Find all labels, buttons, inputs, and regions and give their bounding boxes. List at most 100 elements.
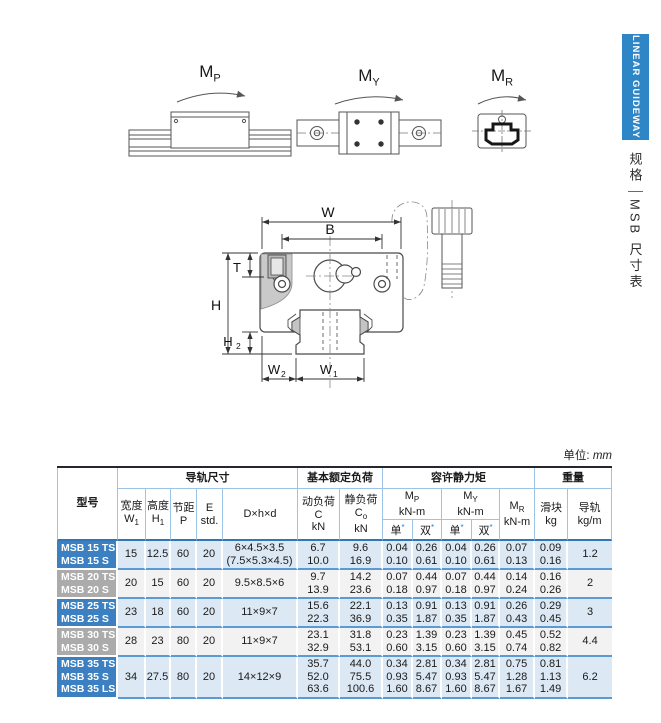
cell-rail-weight: 4.4 <box>568 628 613 658</box>
cell-line: 0.23 <box>386 629 408 642</box>
mp-label: MP <box>199 62 221 85</box>
cell-dhd: 11×9×7 <box>223 599 298 629</box>
dim-label-b: B <box>325 221 334 237</box>
cell-dhd: 6×4.5×3.5(7.5×5.3×4.5) <box>223 541 298 571</box>
dimension-lines <box>222 217 402 382</box>
cell-line: 8.67 <box>474 683 496 696</box>
cell-line: 35.7 <box>307 658 329 671</box>
col-header-dhd: D×h×d <box>223 489 298 542</box>
bolt-drawing <box>391 200 473 300</box>
cell-line: 2.81 <box>474 658 496 671</box>
unit-note-value: mm <box>592 450 612 462</box>
cell-line: 0.07 <box>505 542 528 555</box>
cell-line: 0.97 <box>474 583 496 596</box>
cell-line: 0.09 <box>539 542 562 555</box>
cell-line: 36.9 <box>349 612 372 625</box>
cell-line: 9.7 <box>310 571 326 584</box>
cell-line: 0.29 <box>539 600 562 613</box>
cell-line: 10.0 <box>307 554 329 567</box>
cell-line: 0.04 <box>445 542 467 555</box>
cell-line: 6.7 <box>310 542 326 555</box>
dim-label-h2-sub: 2 <box>236 341 241 351</box>
cell-line: 1.28 <box>505 670 528 683</box>
mr-label: MR <box>490 66 514 89</box>
cell-line: 14×12×9 <box>237 670 282 683</box>
cell-line: 15.6 <box>307 600 329 613</box>
cell-pitch: 60 <box>171 599 197 629</box>
dimension-labels: W B T H H 2 W 2 W 1 <box>211 204 338 379</box>
section-label: 规格 <box>627 152 643 184</box>
cell-line: 0.43 <box>505 612 528 625</box>
cell-line: 0.61 <box>474 554 496 567</box>
cell-pitch: 80 <box>171 628 197 658</box>
cell-line: 9.6 <box>352 542 369 555</box>
dim-label-h2: H <box>223 334 232 349</box>
dim-label-w1: W <box>320 362 333 377</box>
my-label: MY <box>358 66 380 89</box>
cell-line: MSB 30 TS <box>61 629 116 642</box>
group-header-weight: 重量 <box>535 468 613 489</box>
col-header-mp: MP kN-m <box>383 489 442 521</box>
group-header-static-moment: 容许静力矩 <box>383 468 536 489</box>
cell-line: 0.52 <box>539 629 562 642</box>
cell-line: 53.1 <box>349 641 372 654</box>
col-header-pitch: 节距 P <box>171 489 197 542</box>
cell-width: 20 <box>118 570 146 600</box>
cell-pitch: 60 <box>171 541 197 571</box>
cell-rail-weight: 2 <box>568 570 613 600</box>
cell-line: 0.34 <box>445 658 467 671</box>
dim-label-w2: W <box>268 362 281 377</box>
cell-line: 0.35 <box>445 612 467 625</box>
moment-diagram-mp: MP <box>125 62 295 158</box>
cell-line: 0.18 <box>386 583 408 596</box>
mp-drawing-icon <box>128 90 292 157</box>
cell-rail-weight: 1.2 <box>568 541 613 571</box>
cell-line: 1.87 <box>474 612 496 625</box>
cell-line: 0.10 <box>445 554 467 567</box>
cell-line: 75.5 <box>349 670 372 683</box>
cell-line: 63.6 <box>307 683 329 696</box>
cell-line: 1.87 <box>415 612 438 625</box>
cell-line: 0.26 <box>539 583 562 596</box>
col-header-dynamic-load: 动负荷 C kN <box>298 489 340 542</box>
cell-line: 32.9 <box>307 641 329 654</box>
cell-line: 6×4.5×3.5 <box>234 542 285 555</box>
cell-line: 5.47 <box>415 670 438 683</box>
moment-diagram-my: MY <box>295 66 443 160</box>
caption-divider <box>627 191 643 192</box>
col-header-mr: MR kN-m <box>500 489 536 542</box>
cell-line: 0.97 <box>415 583 438 596</box>
cell-line: (7.5×5.3×4.5) <box>226 554 293 567</box>
